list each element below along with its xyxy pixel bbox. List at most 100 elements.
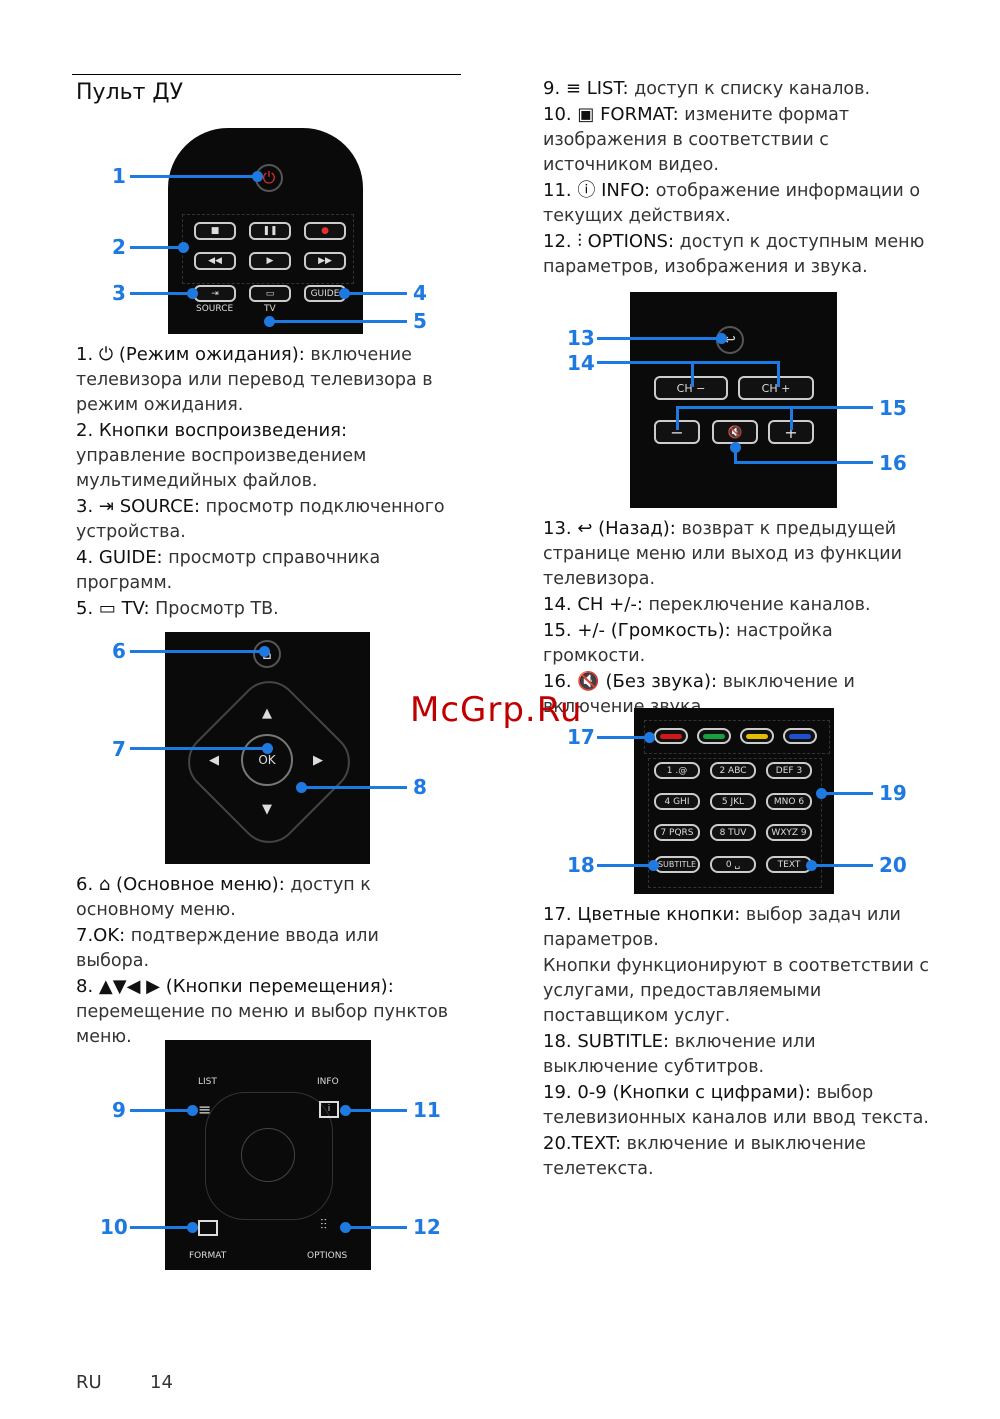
digit-9-button: WXYZ 9 bbox=[766, 824, 812, 841]
left-text-block-2: 6. ⌂ (Основное меню): доступ к основному… bbox=[76, 872, 454, 1050]
callout-4: 4 bbox=[413, 281, 427, 305]
callout-line-10 bbox=[130, 1226, 192, 1229]
callout-vline-15b bbox=[790, 406, 793, 430]
rewind-button: ◀◀ bbox=[194, 252, 236, 270]
callout-line-16 bbox=[734, 461, 873, 464]
digit-1-button: 1 .@ bbox=[654, 762, 700, 779]
callout-dot-17 bbox=[644, 732, 655, 743]
callout-3: 3 bbox=[112, 281, 126, 305]
callout-line-6 bbox=[130, 650, 264, 653]
footer-page-number: 14 bbox=[150, 1372, 173, 1393]
text-item-9: 9. ≡ LIST: доступ к списку каналов. bbox=[543, 78, 871, 99]
callout-line-19 bbox=[822, 792, 873, 795]
callout-dot-12 bbox=[340, 1222, 351, 1233]
down-arrow-icon: ▼ bbox=[262, 802, 272, 817]
up-arrow-icon: ▲ bbox=[262, 706, 272, 721]
text-item-2: 2. Кнопки воспроизведения: управление во… bbox=[76, 420, 367, 491]
callout-13: 13 bbox=[567, 326, 595, 350]
green-button bbox=[697, 728, 731, 744]
nav-pad-outline bbox=[205, 1092, 333, 1220]
callout-2: 2 bbox=[112, 235, 126, 259]
source-label: SOURCE bbox=[196, 304, 234, 314]
digit-3-button: DEF 3 bbox=[766, 762, 812, 779]
format-icon bbox=[198, 1220, 218, 1236]
callout-line-20 bbox=[812, 864, 873, 867]
callout-7: 7 bbox=[112, 737, 126, 761]
callout-12: 12 bbox=[413, 1215, 441, 1239]
info-icon: i bbox=[319, 1101, 339, 1118]
mute-button: 🔇 bbox=[712, 420, 758, 444]
callout-dot-8 bbox=[296, 782, 307, 793]
callout-vline-16 bbox=[734, 446, 737, 464]
digit-panel bbox=[648, 758, 822, 888]
callout-dot-4 bbox=[339, 288, 350, 299]
page-title: Пульт ДУ bbox=[76, 80, 183, 105]
callout-11: 11 bbox=[413, 1098, 441, 1122]
right-text-block-3: 17. Цветные кнопки: выбор задач или пара… bbox=[543, 902, 935, 1182]
callout-line-5 bbox=[270, 320, 407, 323]
ok-outline bbox=[241, 1128, 295, 1182]
ok-button: OK bbox=[241, 734, 293, 786]
text-item-17-note: Кнопки функционируют в соответствии с ус… bbox=[543, 956, 930, 1026]
subtitle-button: SUBTITLE bbox=[654, 856, 700, 873]
callout-vline-14a bbox=[691, 361, 694, 387]
text-item-4: 4. GUIDE: просмотр справочника программ. bbox=[76, 547, 381, 593]
digit-4-button: 4 GHI bbox=[654, 793, 700, 810]
text-item-14: 14. CH +/-: переключение каналов. bbox=[543, 594, 871, 615]
digit-5-button: 5 JKL bbox=[710, 793, 756, 810]
text-item-5: 5. ▭ TV: Просмотр ТВ. bbox=[76, 598, 279, 619]
callout-line-2 bbox=[130, 246, 182, 249]
text-item-3: 3. ⇥ SOURCE: просмотр подключенного устр… bbox=[76, 496, 445, 542]
remote-image-channels: ↩ CH − CH + − 🔇 + bbox=[630, 292, 837, 508]
text-item-12: 12. ⫶ OPTIONS: доступ к доступным меню п… bbox=[543, 231, 925, 277]
callout-14: 14 bbox=[567, 351, 595, 375]
callout-line-3 bbox=[130, 292, 192, 295]
right-text-block-2: 13. ↩ (Назад): возврат к предыдущей стра… bbox=[543, 516, 935, 720]
play-button: ▶ bbox=[249, 252, 291, 270]
callout-dot-16 bbox=[730, 442, 741, 453]
callout-dot-11 bbox=[340, 1105, 351, 1116]
left-arrow-icon: ◀ bbox=[209, 753, 219, 768]
callout-8: 8 bbox=[413, 775, 427, 799]
source-button: ⇥ bbox=[194, 285, 236, 302]
list-icon: ≡ bbox=[198, 1100, 212, 1119]
callout-line-15 bbox=[676, 406, 873, 409]
remote-image-digits: 1 .@ 2 ABC DEF 3 4 GHI 5 JKL MNO 6 7 PQR… bbox=[634, 708, 834, 894]
pause-button: ❚❚ bbox=[249, 222, 291, 240]
stop-button: ■ bbox=[194, 222, 236, 240]
ch-plus-button: CH + bbox=[738, 376, 814, 400]
text-item-6: 6. ⌂ (Основное меню): доступ к основному… bbox=[76, 874, 371, 920]
digit-6-button: MNO 6 bbox=[766, 793, 812, 810]
callout-dot-19 bbox=[816, 788, 827, 799]
text-item-19: 19. 0-9 (Кнопки с цифрами): выбор телеви… bbox=[543, 1082, 929, 1128]
callout-dot-20 bbox=[806, 860, 817, 871]
callout-1: 1 bbox=[112, 164, 126, 188]
callout-5: 5 bbox=[413, 309, 427, 333]
text-item-13: 13. ↩ (Назад): возврат к предыдущей стра… bbox=[543, 518, 902, 589]
list-label: LIST bbox=[198, 1077, 217, 1087]
callout-19: 19 bbox=[879, 781, 907, 805]
text-item-7: 7.OK: подтверждение ввода или выбора. bbox=[76, 925, 379, 971]
callout-16: 16 bbox=[879, 451, 907, 475]
callout-line-14 bbox=[597, 361, 780, 364]
callout-line-18 bbox=[597, 864, 652, 867]
callout-20: 20 bbox=[879, 853, 907, 877]
callout-dot-18 bbox=[648, 860, 659, 871]
text-item-17: 17. Цветные кнопки: выбор задач или пара… bbox=[543, 904, 901, 950]
callout-10: 10 bbox=[100, 1215, 128, 1239]
callout-line-1 bbox=[130, 175, 260, 178]
callout-line-7 bbox=[130, 747, 264, 750]
remote-image-top: ⏻ ■ ❚❚ ● ◀◀ ▶ ▶▶ ⇥ SOURCE ▭ TV GUIDE bbox=[168, 128, 363, 334]
footer-lang: RU bbox=[76, 1372, 102, 1393]
tv-button: ▭ bbox=[249, 285, 291, 302]
callout-dot-7 bbox=[262, 743, 273, 754]
callout-line-12 bbox=[347, 1226, 407, 1229]
text-item-15: 15. +/- (Громкость): настройка громкости… bbox=[543, 620, 833, 666]
callout-15: 15 bbox=[879, 396, 907, 420]
callout-dot-2 bbox=[178, 242, 189, 253]
callout-line-11 bbox=[347, 1109, 407, 1112]
right-arrow-icon: ▶ bbox=[313, 753, 323, 768]
options-label: OPTIONS bbox=[307, 1251, 348, 1261]
tv-label: TV bbox=[264, 304, 276, 314]
text-item-18: 18. SUBTITLE: включение или выключение с… bbox=[543, 1031, 816, 1077]
